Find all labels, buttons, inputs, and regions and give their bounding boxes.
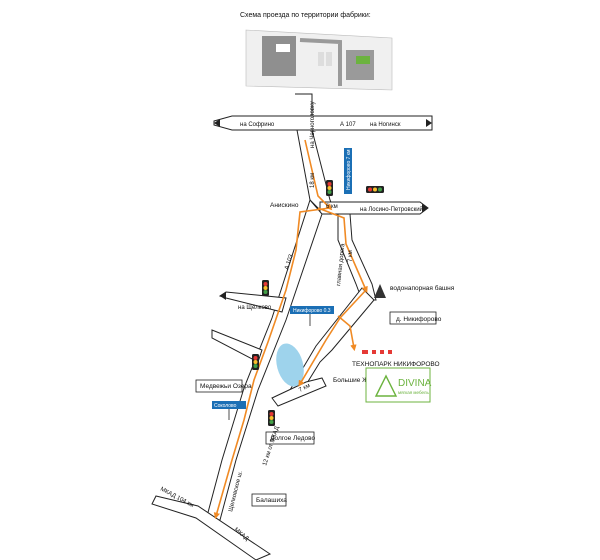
label-7km-b: 7 км bbox=[298, 383, 311, 394]
svg-text:Никифорово 0.3: Никифорово 0.3 bbox=[293, 308, 331, 314]
brand-name: DIVINA bbox=[398, 378, 432, 389]
label-7km: 7 км bbox=[348, 250, 354, 262]
label-to-sofrino: на Софрино bbox=[240, 122, 275, 128]
label-a103: А 103 bbox=[284, 253, 295, 270]
brand-tagline: мягкая мебель bbox=[398, 390, 429, 395]
arrow-left-icon bbox=[220, 292, 226, 300]
box-dolgoe bbox=[265, 431, 315, 445]
place-dolgoe: Долгое Ледово bbox=[270, 435, 316, 442]
label-to-chernogolovka: на Черноголовку bbox=[310, 101, 316, 148]
place-tower: водонапорная башня bbox=[390, 284, 455, 292]
divina-logo: DIVINA мягкая мебель bbox=[365, 367, 432, 403]
label-to-noginsk: на Ногинск bbox=[370, 122, 401, 128]
place-medvezhi: Медвежьи Озера bbox=[200, 383, 252, 390]
label-to-losino: на Лосино-Петровский bbox=[360, 206, 423, 213]
box-medvezhi bbox=[195, 379, 243, 393]
road-a107 bbox=[213, 115, 433, 131]
road-chernogolovka bbox=[296, 129, 337, 215]
box-nikiforovo bbox=[389, 311, 437, 325]
traffic-light-icon bbox=[262, 280, 269, 296]
label-to-schelkovo: на Щёлково bbox=[238, 305, 272, 311]
lake bbox=[276, 343, 304, 387]
sign-sokolovo: Соколово bbox=[212, 401, 246, 420]
page-title: Схема проезда по территории фабрики: bbox=[240, 11, 371, 19]
road-main-nikiforovo bbox=[337, 213, 377, 301]
factory-logo-mini bbox=[276, 44, 290, 52]
sign-nikiforovo-small: Никифорово 0.3 bbox=[290, 306, 334, 326]
technopark-label: ТЕХНОПАРК НИКИФОРОВО bbox=[352, 361, 440, 368]
place-balashikha: Балашиха bbox=[256, 497, 287, 504]
label-main-road: главная дорога bbox=[336, 243, 346, 287]
traffic-light-icon bbox=[326, 180, 333, 196]
box-balashikha bbox=[251, 493, 287, 507]
traffic-light-icon bbox=[366, 186, 384, 193]
factory-building bbox=[262, 36, 296, 76]
arrow-right-icon bbox=[426, 119, 432, 127]
road-a103 bbox=[205, 198, 323, 521]
water-tower-icon bbox=[374, 284, 386, 298]
sign-nikiforovo-vertical: Никифорово 7 км bbox=[344, 148, 352, 194]
label-18km: 18 км bbox=[310, 173, 316, 188]
label-a107: А 107 bbox=[340, 122, 356, 128]
road-mkad bbox=[151, 495, 272, 560]
arrow-right-icon bbox=[422, 204, 428, 212]
traffic-light-icon bbox=[252, 354, 259, 370]
road-medvezhi bbox=[211, 329, 263, 363]
place-aniskino: Анискино bbox=[270, 202, 299, 209]
traffic-light-icon bbox=[268, 410, 275, 426]
label-6km: 6 км bbox=[326, 204, 338, 210]
place-bolshie: Большие Жеребцы bbox=[333, 376, 391, 384]
technopark-marker bbox=[362, 350, 392, 354]
divina-building bbox=[346, 50, 374, 80]
arrow-left-icon bbox=[214, 119, 220, 127]
route-path bbox=[213, 139, 368, 520]
triangle-logo-icon bbox=[374, 374, 398, 397]
svg-text:Соколово: Соколово bbox=[214, 403, 237, 409]
place-nikiforovo: д. Никифорово bbox=[396, 316, 442, 323]
svg-text:Никифорово 7 км: Никифорово 7 км bbox=[346, 149, 352, 190]
factory-territory-plan bbox=[245, 29, 393, 91]
